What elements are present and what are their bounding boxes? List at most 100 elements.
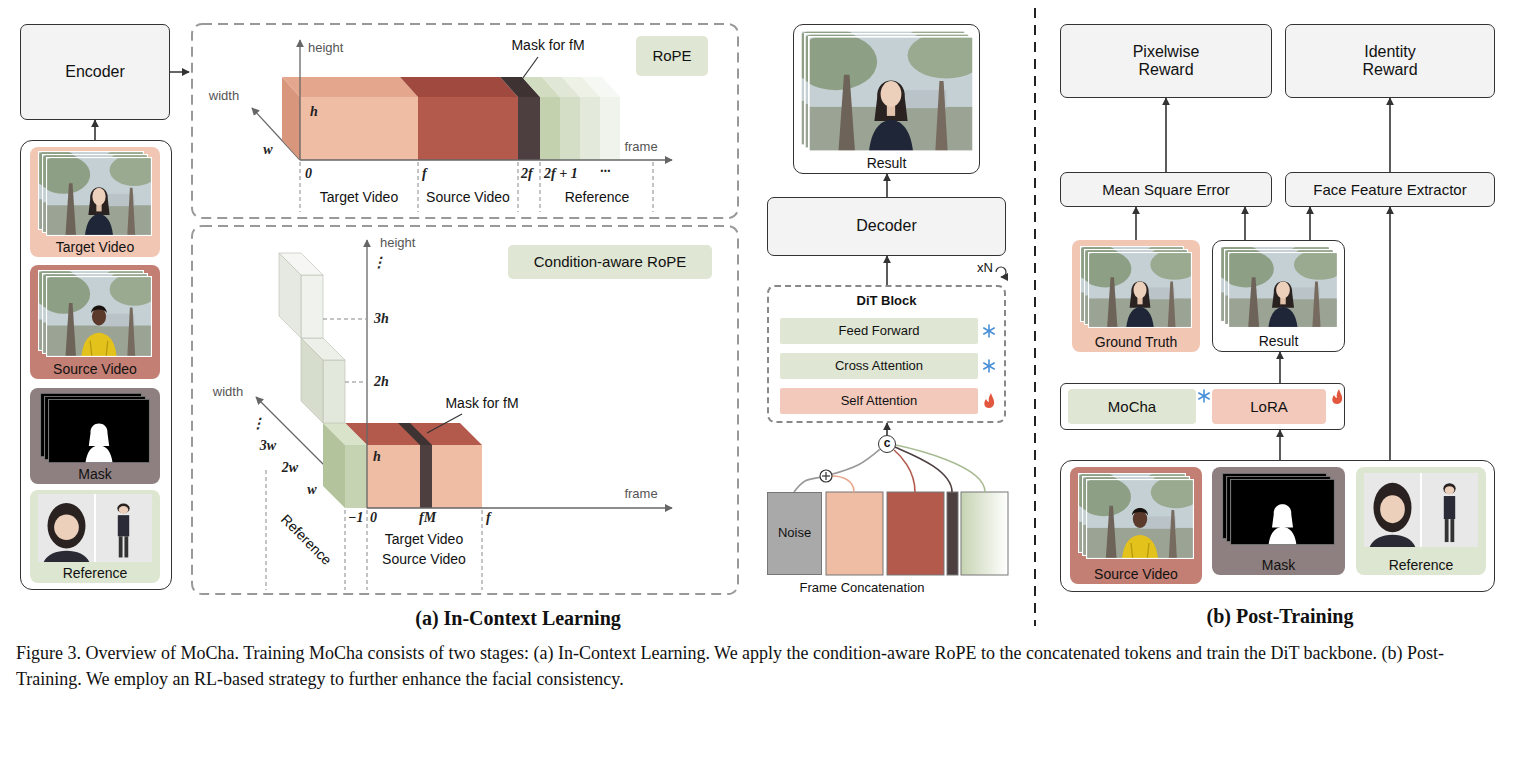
connector xyxy=(794,449,880,492)
layer-box: Self Attention xyxy=(780,388,978,414)
concat-wires xyxy=(895,447,952,492)
rope-top-illustration xyxy=(418,162,419,212)
video-frames xyxy=(1364,473,1478,547)
model-part: MoCha xyxy=(1068,389,1196,424)
frozen-icon xyxy=(1199,390,1209,402)
rope-top-illustration xyxy=(300,159,672,160)
tick-label: 0 xyxy=(305,166,312,181)
video-thumbnail: Source Video xyxy=(1070,467,1202,584)
tick-label: 3w xyxy=(260,438,276,453)
encoder-arrow xyxy=(170,71,189,73)
input-panel: Source VideoMaskReference xyxy=(1060,460,1495,592)
process-box: Encoder xyxy=(20,24,170,120)
rope-top-illustration xyxy=(400,77,518,97)
node-text: Mask xyxy=(78,466,111,482)
method-tag: RoPE xyxy=(636,36,708,76)
tick-label: 3h xyxy=(374,311,389,326)
rope-top-illustration xyxy=(300,162,653,212)
axis-label: height xyxy=(380,236,415,250)
concat-wires xyxy=(832,476,854,492)
process-box: Decoder xyxy=(767,197,1006,256)
node-text: Result xyxy=(1259,333,1299,349)
concat-symbol: c xyxy=(878,435,896,453)
rope-bottom-illustration xyxy=(323,360,345,423)
process-box: Face Feature Extractor xyxy=(1285,172,1495,207)
video-frames xyxy=(48,399,150,463)
rope-bottom-illustration xyxy=(279,253,345,423)
rope-bottom-illustration xyxy=(345,382,366,383)
trainable-icon xyxy=(1332,389,1342,404)
rope-bottom-illustration xyxy=(398,423,432,445)
video-frames xyxy=(37,273,159,357)
axis-label: frame xyxy=(624,487,657,501)
segment-label: Reference xyxy=(565,190,630,205)
node-text: Condition-aware RoPE xyxy=(534,253,687,270)
rope-bottom-illustration xyxy=(420,445,432,508)
thumbnail-background xyxy=(1060,383,1345,430)
node-text: DiT Block xyxy=(857,294,917,309)
rope-top-illustration xyxy=(300,97,418,160)
concat-wires xyxy=(896,445,985,492)
rope-bottom-illustration xyxy=(323,319,366,320)
dashed-panel xyxy=(192,24,738,218)
result-frame: Result xyxy=(1212,240,1345,352)
token-blocks xyxy=(826,492,1008,575)
stage-divider xyxy=(1034,8,1036,626)
video-frames xyxy=(1230,479,1335,545)
rope-bottom-illustration xyxy=(301,275,323,338)
node-text: MoCha xyxy=(1108,398,1156,415)
tick-label: 0 xyxy=(370,510,377,525)
node-text: Cross Attention xyxy=(835,359,923,374)
video-frames xyxy=(38,494,152,562)
rope-bottom-illustration xyxy=(367,445,482,508)
node-text: Source Video xyxy=(1094,566,1178,582)
tick-label: −1 xyxy=(348,510,363,525)
rope-bottom-illustration xyxy=(323,423,345,508)
rope-bottom-illustration xyxy=(482,510,483,590)
node-text: Mean Square Error xyxy=(1102,181,1230,198)
rope-top-illustration xyxy=(252,40,672,212)
node-text: Reference xyxy=(1389,557,1454,573)
reference-thumbnail: Reference xyxy=(1356,467,1486,575)
add-symbol xyxy=(820,470,832,482)
rope-top-illustration xyxy=(600,97,620,160)
video-thumbnail: Target Video xyxy=(30,147,160,257)
video-thumbnail: Source Video xyxy=(30,265,160,379)
connector xyxy=(1309,207,1311,240)
thumbnail-background xyxy=(1072,240,1200,352)
token-blocks xyxy=(887,492,944,575)
axis-label: width xyxy=(213,385,243,399)
stage-divider xyxy=(1035,8,1036,626)
dit-block: DiT BlockFeed ForwardCross AttentionSelf… xyxy=(767,285,1006,423)
repeat-arrow xyxy=(996,267,1006,277)
repeat-arrow xyxy=(996,267,1006,277)
tick-label: fM xyxy=(419,510,436,525)
reference-thumbnail: Reference xyxy=(30,490,160,583)
repeat-label: xN xyxy=(977,261,993,275)
reward-box: Pixelwise Reward xyxy=(1060,24,1272,98)
method-tag: Condition-aware RoPE xyxy=(508,245,712,279)
add-symbol xyxy=(820,470,832,482)
rope-bottom-illustration xyxy=(367,510,368,590)
rope-bottom-illustration xyxy=(345,445,367,508)
thumbnail-background xyxy=(30,147,1486,584)
axis-label: frame xyxy=(624,140,657,154)
rope-bottom-illustration xyxy=(256,397,367,508)
segment-label: Target Video xyxy=(385,532,463,547)
rope-bottom-illustration xyxy=(427,414,462,433)
tick-label: 2f + 1 xyxy=(544,166,578,181)
video-thumbnail: Ground Truth xyxy=(1072,240,1200,352)
segment-label: Reference xyxy=(278,512,335,569)
node-text: Self Attention xyxy=(841,394,918,409)
rope-bottom-illustration xyxy=(367,507,672,508)
tick-label: 2w xyxy=(282,460,298,475)
encoder-arrow xyxy=(170,72,189,73)
model-part: LoRA xyxy=(1212,389,1326,424)
rope-bottom-illustration xyxy=(266,319,482,590)
concat-wires xyxy=(832,445,985,492)
node-text: RoPE xyxy=(652,47,691,64)
thumbnail-background xyxy=(30,147,160,257)
thumbnail-background xyxy=(30,265,160,379)
token-blocks xyxy=(947,492,958,575)
caption-text: Figure 3. Overview of MoCha. Training Mo… xyxy=(16,640,1502,692)
